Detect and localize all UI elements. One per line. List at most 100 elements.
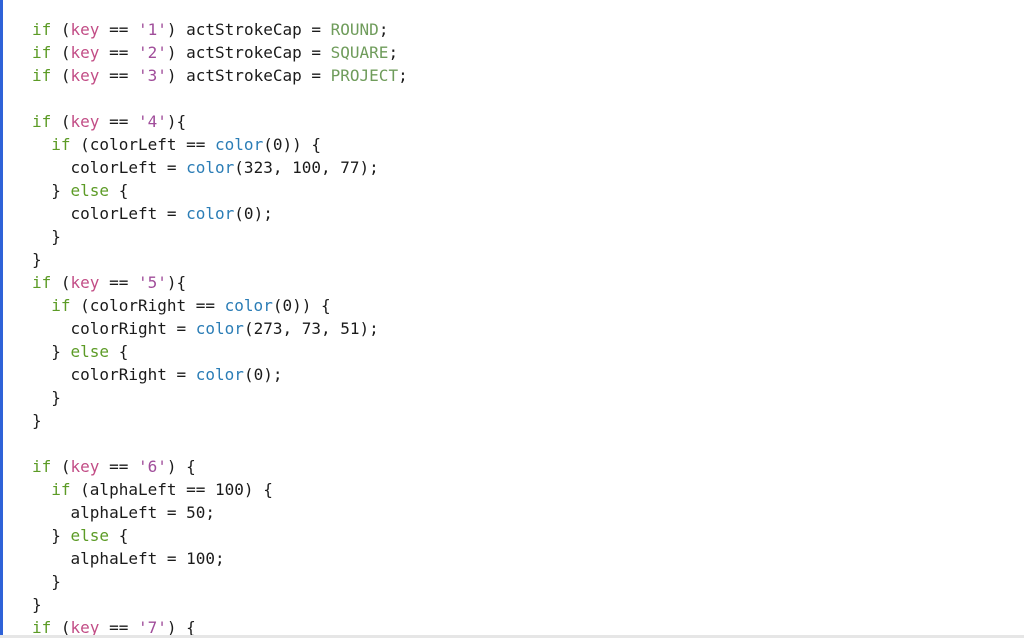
variable-token: key [70,20,100,39]
code-text: { [109,526,129,545]
code-text: == [99,457,138,476]
code-line[interactable]: if (key == '2') actStrokeCap = SQUARE; [32,41,408,64]
code-text: == [99,66,138,85]
code-text: == [99,273,138,292]
keyword-token: if [51,135,71,154]
code-text: { [109,342,129,361]
function-token: color [186,204,235,223]
code-text [32,296,51,315]
function-token: color [224,296,273,315]
code-text: colorRight = [32,365,196,384]
code-text: ) actStrokeCap = [166,20,331,39]
code-line[interactable]: } [32,248,408,271]
code-text: ; [398,66,408,85]
code-text: } [32,411,42,430]
string-token: '6' [137,457,167,476]
code-text: } [32,342,71,361]
editor-left-accent-bar [0,0,3,638]
code-line[interactable]: if (key == '5'){ [32,271,408,294]
code-line[interactable] [32,432,408,455]
code-text: (alphaLeft == 100) { [70,480,273,499]
constant-token: ROUND [330,20,379,39]
function-token: color [195,319,244,338]
code-text: ; [388,43,399,62]
code-line[interactable]: alphaLeft = 50; [32,501,408,524]
code-line[interactable]: if (key == '1') actStrokeCap = ROUND; [32,18,408,41]
code-line[interactable]: if (key == '7') { [32,616,408,639]
keyword-token: if [51,296,71,315]
variable-token: key [70,66,100,85]
string-token: '3' [137,66,167,85]
code-line[interactable]: } [32,570,408,593]
code-line[interactable]: } else { [32,179,408,202]
code-line[interactable]: } else { [32,524,408,547]
code-text: colorLeft = [32,158,187,177]
function-token: color [215,135,264,154]
code-text: } [32,181,71,200]
keyword-token: else [70,181,110,200]
string-token: '7' [137,618,167,637]
keyword-token: if [32,618,52,637]
code-line[interactable]: if (key == '4'){ [32,110,408,133]
code-line[interactable]: } [32,593,408,616]
code-text: { [109,181,129,200]
string-token: '5' [137,273,167,292]
variable-token: key [70,43,100,62]
code-text: ( [51,20,71,39]
string-token: '4' [137,112,167,131]
code-text: (0); [243,365,283,384]
code-line[interactable]: alphaLeft = 100; [32,547,408,570]
code-text [32,480,51,499]
code-line[interactable]: colorLeft = color(323, 100, 77); [32,156,408,179]
code-line[interactable]: } [32,225,408,248]
code-text: == [99,20,138,39]
keyword-token: if [32,20,52,39]
code-line[interactable]: if (alphaLeft == 100) { [32,478,408,501]
function-token: color [195,365,244,384]
code-text: alphaLeft = 100; [32,549,225,568]
keyword-token: else [70,526,110,545]
keyword-token: if [32,66,52,85]
code-text: alphaLeft = 50; [32,503,216,522]
code-line[interactable]: } else { [32,340,408,363]
code-text [32,135,51,154]
code-text: (colorLeft == [70,135,216,154]
keyword-token: if [32,457,52,476]
code-text: } [32,595,42,614]
string-token: '2' [137,43,167,62]
constant-token: SQUARE [330,43,389,62]
keyword-token: if [32,112,52,131]
string-token: '1' [137,20,167,39]
code-line[interactable]: if (key == '3') actStrokeCap = PROJECT; [32,64,408,87]
variable-token: key [70,618,100,637]
code-line[interactable]: } [32,409,408,432]
code-text: colorLeft = [32,204,187,223]
code-text: ) { [166,457,196,476]
code-line[interactable]: if (colorLeft == color(0)) { [32,133,408,156]
code-line[interactable]: colorRight = color(0); [32,363,408,386]
code-line[interactable]: if (colorRight == color(0)) { [32,294,408,317]
keyword-token: if [51,480,71,499]
code-text: (0)) { [263,135,321,154]
code-text: ) { [166,618,196,637]
code-text: } [32,388,61,407]
code-text: colorRight = [32,319,196,338]
code-line[interactable]: colorLeft = color(0); [32,202,408,225]
keyword-token: if [32,273,52,292]
code-text: ( [51,43,71,62]
code-text: ( [51,618,71,637]
code-text: ) actStrokeCap = [166,43,331,62]
code-text: (colorRight == [70,296,225,315]
code-line[interactable]: } [32,386,408,409]
keyword-token: else [70,342,110,361]
code-text: == [99,618,138,637]
code-line[interactable]: if (key == '6') { [32,455,408,478]
keyword-token: if [32,43,52,62]
code-text: ( [51,112,71,131]
code-editor[interactable]: if (key == '1') actStrokeCap = ROUND;if … [32,18,408,639]
constant-token: PROJECT [330,66,399,85]
code-line[interactable]: colorRight = color(273, 73, 51); [32,317,408,340]
code-text: == [99,112,138,131]
code-text: ) actStrokeCap = [166,66,331,85]
code-line[interactable] [32,87,408,110]
